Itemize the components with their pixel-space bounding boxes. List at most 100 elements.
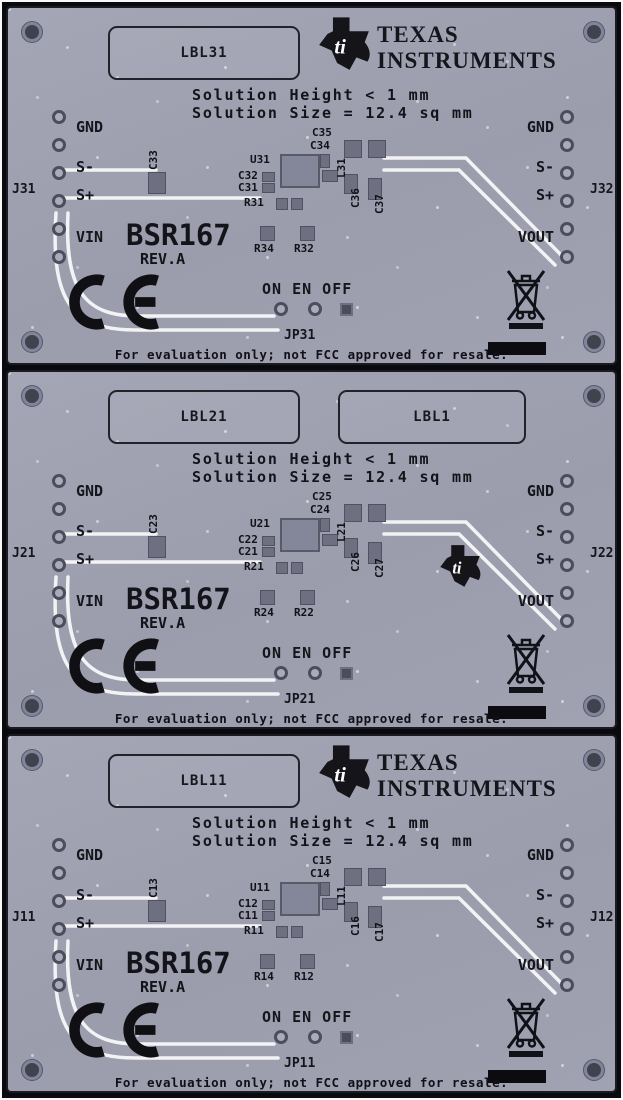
mounting-hole	[22, 1060, 42, 1080]
pcb-board: LBL11 ti TEXAS INSTRUMENTS ti Solution H…	[6, 734, 617, 1093]
solution-height-text: Solution Height < 1 mm	[192, 814, 431, 832]
pin-label-vin: VIN	[76, 956, 104, 974]
label-box-2: LBL1	[338, 390, 526, 444]
ti-logo-line1: TEXAS	[377, 22, 459, 47]
refdes-u1: U21	[250, 517, 270, 530]
ce-mark-icon	[69, 638, 159, 694]
refdes-cap-left: C13	[147, 878, 160, 898]
label-box-text: LBL11	[180, 773, 228, 789]
component-body	[262, 183, 275, 193]
component-body	[148, 536, 166, 558]
black-bar	[488, 342, 546, 355]
pin-label-vout: VOUT	[517, 228, 554, 246]
mounting-hole	[584, 696, 604, 716]
ce-mark-icon	[69, 274, 159, 330]
ti-glyph-text: ti	[334, 764, 346, 786]
ti-logo-text: TEXAS INSTRUMENTS	[377, 744, 557, 802]
pin-pad	[52, 978, 66, 992]
refdes-c4: C21	[238, 545, 258, 558]
board-name: BSR167	[126, 582, 231, 616]
pin-pad	[560, 838, 574, 852]
refdes-r3: R12	[294, 970, 314, 983]
component-body	[291, 198, 303, 210]
mounting-hole	[584, 332, 604, 352]
pin-label-s-plus: S+	[76, 914, 95, 932]
refdes-r1: R11	[244, 924, 264, 937]
component-body	[260, 226, 275, 241]
pin-label-s-plus: S+	[76, 186, 95, 204]
pin-pad	[52, 866, 66, 880]
pin-pad	[52, 250, 66, 264]
connector-ref-left: J21	[12, 546, 36, 561]
component-body	[262, 536, 275, 546]
component-body	[300, 226, 315, 241]
refdes-r2: R14	[254, 970, 274, 983]
pin-label-gnd: GND	[526, 118, 554, 136]
refdes-u1: U11	[250, 881, 270, 894]
solution-height-text: Solution Height < 1 mm	[192, 450, 431, 468]
component-body	[300, 590, 315, 605]
pin-pad	[560, 530, 574, 544]
solution-size-text: Solution Size = 12.4 sq mm	[192, 468, 474, 486]
ti-logo: ti TEXAS INSTRUMENTS	[316, 744, 557, 802]
refdes-c1: C35	[312, 126, 332, 139]
component-body	[344, 868, 362, 886]
board-texture	[8, 8, 11, 11]
pin-pad	[52, 502, 66, 516]
pin-label-vin: VIN	[76, 592, 104, 610]
board-title: BSR167 REV.A	[126, 582, 231, 632]
label-box-text: LBL31	[180, 45, 228, 61]
pin-label-gnd: GND	[76, 118, 104, 136]
pin-pad	[560, 614, 574, 628]
mounting-hole	[584, 1060, 604, 1080]
pin-pad	[560, 978, 574, 992]
refdes-c5: C36	[349, 188, 362, 208]
component-body	[344, 504, 362, 522]
component-body	[344, 140, 362, 158]
mounting-hole	[584, 386, 604, 406]
pin-pad	[560, 194, 574, 208]
pin-label-s-minus: S-	[76, 886, 95, 904]
refdes-c6: C37	[373, 194, 386, 214]
jumper-labels: ON EN OFF	[262, 280, 353, 298]
refdes-c5: C16	[349, 916, 362, 936]
component-body	[322, 534, 338, 546]
connector-ref-right: J22	[590, 546, 614, 561]
component-body	[262, 900, 275, 910]
jumper-pad-en	[308, 1030, 322, 1044]
pin-pad	[52, 530, 66, 544]
label-box-text: LBL1	[413, 409, 451, 425]
weee-icon	[506, 634, 546, 693]
pin-pad	[52, 222, 66, 236]
jumper-ref: JP11	[284, 1056, 316, 1071]
ce-mark-icon	[69, 1002, 159, 1058]
pin-pad	[52, 586, 66, 600]
black-bar	[488, 706, 546, 719]
component-body	[291, 562, 303, 574]
ti-logo: ti TEXAS INSTRUMENTS	[316, 16, 557, 74]
board-stack: LBL31 ti TEXAS INSTRUMENTS ti Solution H…	[6, 6, 617, 1093]
jumper-labels: ON EN OFF	[262, 644, 353, 662]
pin-pad	[52, 110, 66, 124]
pin-label-s-minus: S-	[76, 522, 95, 540]
ti-glyph-text: ti	[452, 559, 462, 578]
refdes-r3: R32	[294, 242, 314, 255]
pin-pad	[52, 474, 66, 488]
component-body	[344, 902, 358, 922]
ic-body	[280, 154, 320, 188]
jumper-pad-off	[340, 667, 353, 680]
refdes-c4: C31	[238, 181, 258, 194]
refdes-l1: L31	[335, 158, 348, 178]
pin-label-vout: VOUT	[517, 956, 554, 974]
pin-pad	[560, 558, 574, 572]
connector-ref-left: J11	[12, 910, 36, 925]
refdes-c5: C26	[349, 552, 362, 572]
refdes-l1: L21	[335, 522, 348, 542]
pin-label-gnd: GND	[526, 846, 554, 864]
ti-logo-text: TEXAS INSTRUMENTS	[377, 16, 557, 74]
component-body	[148, 172, 166, 194]
component-body	[260, 590, 275, 605]
pin-label-gnd: GND	[526, 482, 554, 500]
solution-note: Solution Height < 1 mm Solution Size = 1…	[192, 814, 474, 850]
label-box: LBL31	[108, 26, 300, 80]
